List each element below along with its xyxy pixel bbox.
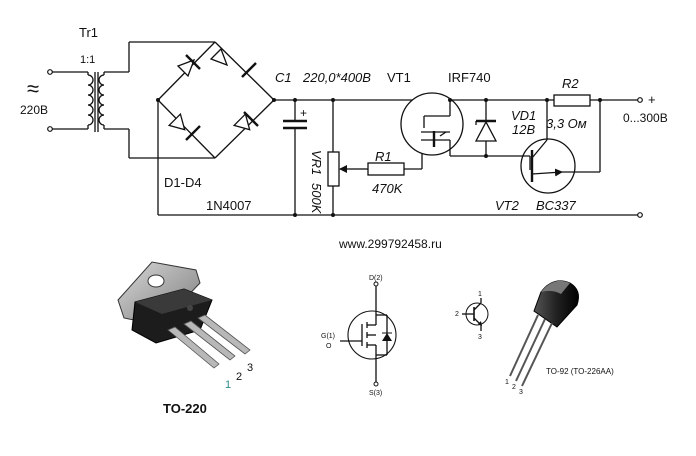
output-range: 0...300В	[623, 111, 668, 125]
to220-pin2: 2	[236, 371, 242, 383]
vr1-label: VR1	[309, 150, 324, 175]
tr1-ratio: 1:1	[80, 54, 95, 66]
c1-value: 220,0*400В	[302, 70, 371, 85]
to92-package-image	[509, 280, 579, 387]
vr1-value: 500K	[309, 183, 324, 215]
vd1-label: VD1	[511, 108, 536, 123]
mosfet-drain-label: D(2)	[369, 275, 383, 282]
vd1-value: 12В	[512, 122, 535, 137]
bridge-part: 1N4007	[206, 198, 252, 213]
mosfet-gate-label: G(1)	[321, 333, 335, 340]
tr1-label: Tr1	[79, 25, 98, 40]
r2-label: R2	[562, 76, 579, 91]
c1-label: C1	[275, 70, 292, 85]
to220-pin1: 1	[225, 379, 231, 391]
potentiometer-vr1	[327, 98, 352, 217]
r1-label: R1	[375, 149, 392, 164]
mosfet-source-label: S(3)	[369, 390, 382, 397]
vt1-label: VT1	[387, 70, 411, 85]
diode-bridge	[128, 41, 276, 159]
bjt-pin2: 2	[455, 311, 459, 318]
to92-pin1: 1	[505, 379, 509, 386]
bjt-pinout-symbol	[462, 298, 489, 331]
cap-plus: +	[300, 106, 307, 120]
capacitor-c1	[283, 98, 307, 217]
r2-value: 3,3 Ом	[546, 116, 587, 131]
bjt-pin3: 3	[478, 334, 482, 341]
to92-pin2: 2	[512, 384, 516, 391]
bridge-label: D1-D4	[164, 175, 202, 190]
to92-label: TO-92 (TO-226AA)	[546, 367, 614, 376]
vt2-part: BC337	[536, 198, 577, 213]
to220-pin3: 3	[247, 362, 253, 374]
mains-label: 220В	[20, 103, 48, 117]
zener-vd1	[474, 98, 498, 158]
transformer-tr1: Tr1 1:1	[47, 25, 129, 132]
output-plus: +	[648, 92, 656, 107]
to220-package-image	[117, 261, 251, 369]
r1-value: 470K	[372, 181, 404, 196]
website-link[interactable]: www.299792458.ru	[338, 237, 442, 251]
to92-pin3: 3	[519, 389, 523, 396]
resistor-r2	[553, 94, 643, 172]
bjt-vt2	[486, 100, 600, 194]
mosfet-pinout-symbol	[340, 281, 397, 387]
resistor-r1	[352, 146, 434, 176]
to220-label: TO-220	[163, 401, 207, 416]
vt2-label: VT2	[495, 198, 520, 213]
mosfet-gate-sub: O	[326, 343, 332, 350]
mosfet-vt1	[400, 92, 486, 157]
vt1-part: IRF740	[448, 70, 491, 85]
ac-symbol: ≈	[27, 76, 39, 101]
bjt-pin1: 1	[478, 291, 482, 298]
